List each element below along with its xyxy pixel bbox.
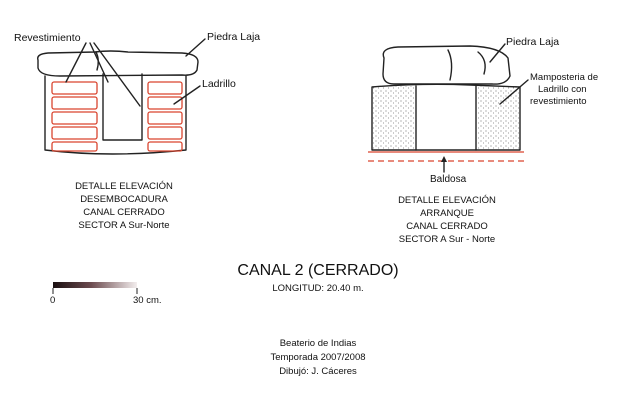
brick <box>51 111 98 125</box>
right-caption-line: ARRANQUE <box>420 208 474 219</box>
left-caption-line: DESEMBOCADURA <box>80 194 168 205</box>
label-baldosa: Baldosa <box>430 174 467 185</box>
credit-line: Beaterio de Indias <box>280 338 357 349</box>
right-wall-outline <box>371 83 521 151</box>
right-caption: DETALLE ELEVACIÓN ARRANQUE CANAL CERRADO… <box>398 195 496 245</box>
right-slab-crack <box>447 49 453 81</box>
leader-revestimiento-3 <box>93 42 141 107</box>
drawing-title: CANAL 2 (CERRADO) <box>237 262 398 279</box>
right-caption-line: CANAL CERRADO <box>406 221 487 232</box>
left-elevation <box>37 38 206 155</box>
scale-bar: 0 30 cm. <box>50 282 162 306</box>
label-mamposteria-line: revestimiento <box>530 96 587 107</box>
left-caption-line: SECTOR A Sur-Norte <box>78 220 169 231</box>
credits: Beaterio de Indias Temporada 2007/2008 D… <box>270 338 365 377</box>
left-caption: DETALLE ELEVACIÓN DESEMBOCADURA CANAL CE… <box>75 181 173 231</box>
left-caption-line: DETALLE ELEVACIÓN <box>75 181 173 192</box>
leader-piedra-laja-left <box>185 38 206 57</box>
right-stone-slab <box>382 45 511 85</box>
label-mamposteria-line: Ladrillo con <box>538 84 587 95</box>
scale-bar-gradient <box>53 282 137 288</box>
left-bricks-right <box>147 81 183 152</box>
baldosa-arrow-icon <box>441 156 447 162</box>
longitud-label: LONGITUD: 20.40 m. <box>272 283 363 294</box>
leader-mamposteria <box>499 79 529 105</box>
leader-revestimiento-2 <box>89 42 109 83</box>
right-caption-line: DETALLE ELEVACIÓN <box>398 195 496 206</box>
label-piedra-laja-left: Piedra Laja <box>207 31 260 43</box>
scale-start-label: 0 <box>50 295 55 306</box>
label-mamposteria: Mamposteria de Ladrillo con revestimient… <box>530 72 598 107</box>
right-caption-line: SECTOR A Sur - Norte <box>399 234 495 245</box>
left-channel-opening <box>102 73 143 141</box>
leader-ladrillo <box>173 85 201 105</box>
right-masonry-right <box>476 86 520 150</box>
brick <box>51 81 98 95</box>
right-slab-crack-2 <box>477 51 486 75</box>
label-mamposteria-line: Mamposteria de <box>530 72 598 83</box>
brick <box>51 96 98 110</box>
leader-piedra-laja-right <box>489 43 506 63</box>
leader-revestimiento-1 <box>65 42 87 83</box>
brick <box>147 111 183 125</box>
left-bricks-left <box>51 81 98 152</box>
brick <box>147 126 183 140</box>
right-elevation <box>368 43 529 173</box>
left-stone-slab <box>37 50 199 77</box>
credit-line: Temporada 2007/2008 <box>270 352 365 363</box>
scale-end-label: 30 cm. <box>133 295 162 306</box>
brick <box>51 141 98 152</box>
right-masonry-left <box>372 86 416 150</box>
brick <box>51 126 98 140</box>
label-revestimiento: Revestimiento <box>14 32 81 44</box>
brick <box>147 96 183 110</box>
brick <box>147 141 183 152</box>
credit-line: Dibujó: J. Cáceres <box>279 366 357 377</box>
brick <box>147 81 183 95</box>
label-ladrillo: Ladrillo <box>202 78 236 90</box>
left-caption-line: CANAL CERRADO <box>83 207 164 218</box>
label-piedra-laja-right: Piedra Laja <box>506 36 559 48</box>
